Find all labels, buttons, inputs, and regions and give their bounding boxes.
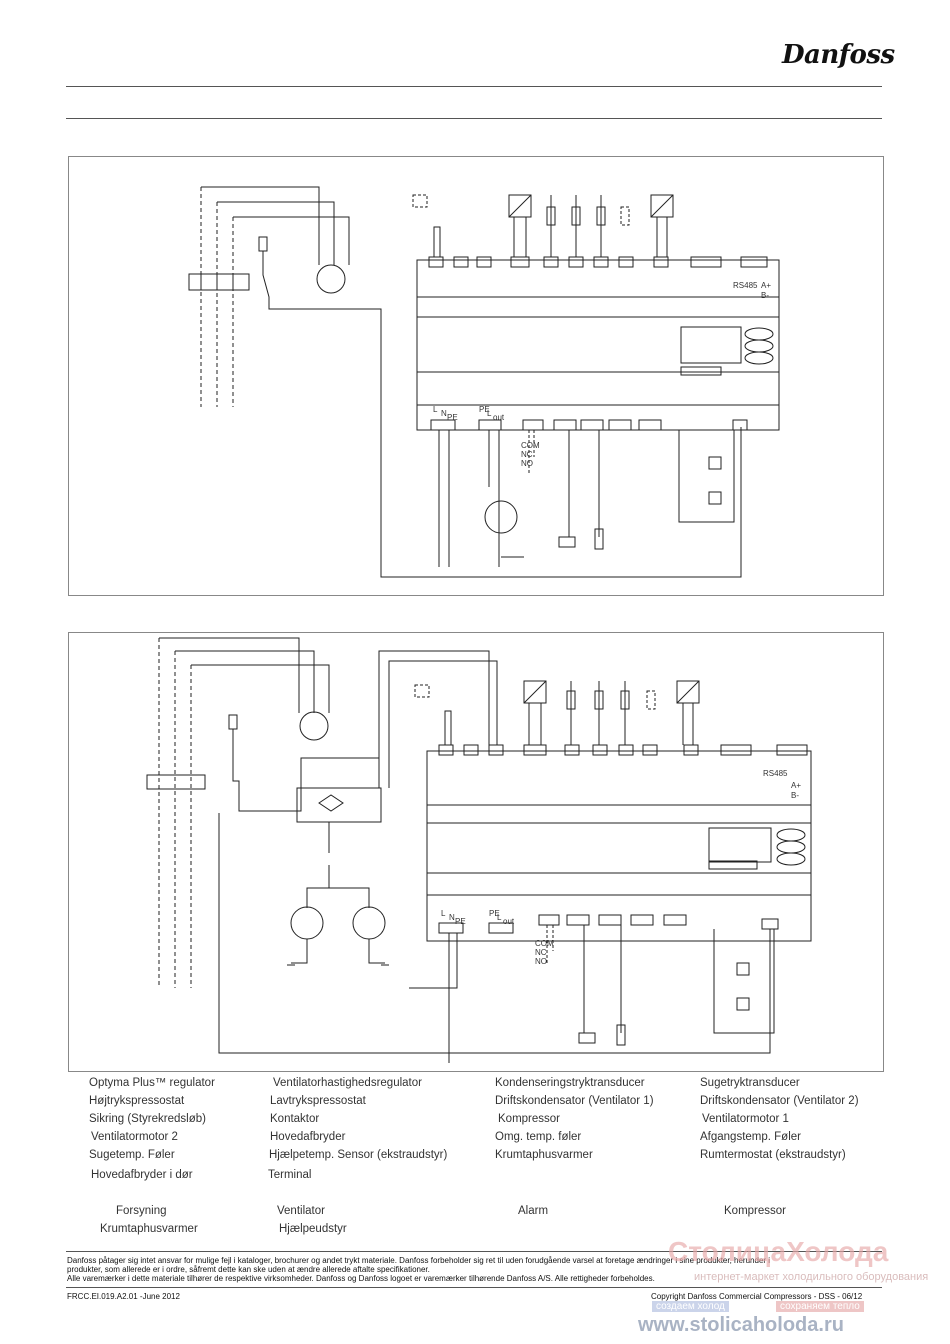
rs485-pin-a: A+ [791, 781, 802, 790]
rs485-label: RS485 [763, 769, 788, 778]
legend-item: Ventilatormotor 1 [702, 1113, 789, 1125]
terminal-label-out: out [503, 917, 515, 926]
legend-group: Kompressor [724, 1205, 786, 1217]
disclaimer-line-1: Danfoss påtager sig intet ansvar for mul… [67, 1256, 771, 1265]
legend-group: Forsyning [116, 1205, 167, 1217]
legend-item: Højtrykspressostat [89, 1095, 185, 1107]
relay-label-nc: NC [521, 450, 533, 459]
watermark-tagline: интернет-маркет холодильного оборудовани… [694, 1271, 929, 1283]
terminal-label-n: N [441, 409, 447, 418]
relay-label-com: COM [521, 441, 540, 450]
terminal-label-l: L [433, 405, 438, 414]
legend-item: Rumtermostat (ekstraudstyr) [700, 1149, 846, 1161]
relay-label-com: COM [535, 939, 554, 948]
terminal-label-pe: PE [447, 413, 458, 422]
relay-label-no: NO [521, 459, 533, 468]
danfoss-logo: Danfoss [782, 40, 895, 70]
disclaimer-line-3: Alle varemærker i dette materiale tilhør… [67, 1274, 655, 1283]
legend-item: Lavtrykspressostat [270, 1095, 366, 1107]
footer-rule-2 [66, 1287, 882, 1288]
rs485-pin-b: B- [791, 791, 799, 800]
legend-group: Hjælpeudstyr [279, 1223, 347, 1235]
wiring-diagram-top: L N PE PE L out COM NC NO RS485 A+ B- [68, 156, 884, 596]
legend-item: Hovedafbryder [270, 1131, 346, 1143]
legend-item: Optyma Plus™ regulator [89, 1077, 215, 1089]
legend-item: Krumtaphusvarmer [495, 1149, 593, 1161]
legend-item: Kontaktor [270, 1113, 320, 1125]
legend-item: Omg. temp. føler [495, 1131, 582, 1143]
disclaimer-line-2: produkter, som allerede er i ordre, såfr… [67, 1265, 430, 1274]
header-rule-2 [66, 118, 882, 119]
legend-item: Sugetemp. Føler [89, 1149, 175, 1161]
legend-item: Terminal [268, 1169, 312, 1181]
legend-item: Kondenseringstryktransducer [495, 1077, 645, 1089]
doc-code: FRCC.EI.019.A2.01 -June 2012 [67, 1292, 180, 1301]
legend-item: Hjælpetemp. Sensor (ekstraudstyr) [269, 1149, 448, 1161]
legend-item: Driftskondensator (Ventilator 2) [700, 1095, 859, 1107]
terminal-label-pe: PE [455, 917, 466, 926]
rs485-label: RS485 [733, 281, 758, 290]
legend-item: Sugetryktransducer [700, 1077, 800, 1089]
watermark-brand: СтолицаХолода [668, 1236, 889, 1267]
terminal-label-l2: L [497, 913, 502, 922]
terminal-label-l2: L [487, 409, 492, 418]
terminal-label-out: out [493, 413, 505, 422]
rs485-pin-b: B- [761, 291, 769, 300]
rs485-pin-a: A+ [761, 281, 772, 290]
legend-item: Ventilatorhastighedsregulator [273, 1077, 422, 1089]
wiring-diagram-bottom: L N PE PE L out COM NC NO RS485 A+ B- [68, 632, 884, 1072]
legend-item: Afgangstemp. Føler [700, 1131, 801, 1143]
watermark-slogan-left: создаем холод [652, 1301, 729, 1312]
legend-item: Driftskondensator (Ventilator 1) [495, 1095, 654, 1107]
terminal-label-pe2: PE [479, 405, 490, 414]
legend-item: Kompressor [498, 1113, 560, 1125]
legend-item: Ventilatormotor 2 [91, 1131, 178, 1143]
terminal-label-l: L [441, 909, 446, 918]
terminal-label-n: N [449, 913, 455, 922]
legend-group: Alarm [518, 1205, 549, 1217]
copyright: Copyright Danfoss Commercial Compressors… [651, 1292, 863, 1301]
relay-label-nc: NC [535, 948, 547, 957]
header-rule [66, 86, 882, 87]
watermark-url: www.stolicaholoda.ru [638, 1314, 844, 1336]
watermark-slogan-right: сохраняем тепло [776, 1301, 864, 1312]
footer-rule [66, 1251, 882, 1252]
legend-item: Sikring (Styrekredsløb) [89, 1113, 206, 1125]
terminal-label-pe2: PE [489, 909, 500, 918]
legend-group: Ventilator [277, 1205, 325, 1217]
legend-group: Krumtaphusvarmer [100, 1223, 198, 1235]
legend-item: Hovedafbryder i dør [91, 1169, 193, 1181]
relay-label-no: NO [535, 957, 547, 966]
